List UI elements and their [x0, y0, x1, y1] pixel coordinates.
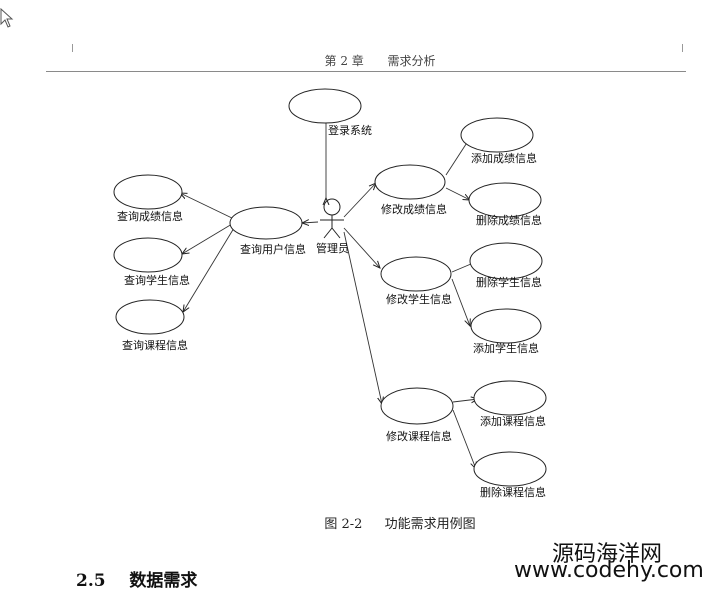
page-header: 第 2 章 需求分析	[0, 52, 720, 69]
label-query-grade: 查询成绩信息	[117, 209, 183, 223]
usecase-delete-student	[469, 242, 543, 280]
section-number: 2.5	[76, 571, 106, 591]
cursor-arrow-icon	[0, 8, 14, 28]
edge-modcourse-del	[452, 409, 476, 469]
edge-actor-modcourse	[343, 231, 382, 404]
label-query-course: 查询课程信息	[122, 338, 188, 352]
label-modify-student: 修改学生信息	[386, 292, 452, 306]
margin-tick-right	[682, 44, 683, 52]
usecase-modify-grade	[374, 164, 446, 200]
label-delete-course: 删除课程信息	[480, 485, 546, 499]
usecase-delete-course	[473, 451, 547, 487]
edge-actor-queryuser	[302, 222, 319, 223]
usecase-query-student	[113, 237, 183, 273]
label-add-grade: 添加成绩信息	[471, 151, 537, 165]
label-modify-grade: 修改成绩信息	[381, 202, 447, 216]
label-delete-grade: 删除成绩信息	[476, 213, 542, 227]
label-query-student: 查询学生信息	[124, 273, 190, 287]
edge-queryuser-course	[183, 227, 235, 312]
usecase-add-student	[470, 308, 542, 344]
usecase-add-grade	[460, 117, 534, 153]
edge-queryuser-student	[182, 223, 233, 254]
header-title: 需求分析	[387, 54, 436, 68]
label-add-student: 添加学生信息	[473, 341, 539, 355]
actor-admin-icon	[320, 198, 344, 239]
edge-actor-modstudent	[343, 227, 380, 268]
usecase-add-course	[473, 380, 547, 416]
caption-text: 功能需求用例图	[384, 517, 476, 532]
figure-caption: 图 2-2 功能需求用例图	[300, 513, 500, 532]
caption-number: 图 2-2	[324, 517, 363, 532]
section-title: 数据需求	[129, 571, 198, 591]
label-add-course: 添加课程信息	[480, 414, 546, 428]
margin-tick-left	[72, 44, 73, 52]
usecase-query-user	[229, 206, 303, 240]
usecase-query-course	[115, 299, 185, 335]
usecase-modify-course	[380, 387, 454, 425]
actor-label: 管理员	[316, 241, 349, 255]
edge-modstudent-add	[451, 278, 470, 326]
usecase-modify-student	[380, 256, 452, 292]
edge-actor-modgrade	[343, 183, 376, 218]
edge-modgrade-del	[445, 187, 470, 200]
label-login: 登录系统	[328, 123, 372, 137]
watermark-site-name: 源码海洋网	[552, 542, 663, 567]
header-rule	[46, 71, 686, 72]
label-modify-course: 修改课程信息	[386, 429, 452, 443]
usecase-login	[288, 88, 362, 124]
label-query-user: 查询用户信息	[240, 242, 306, 256]
watermark-url: www.codehy.com	[514, 558, 704, 583]
edge-queryuser-grade	[180, 193, 235, 220]
section-heading: 2.5 数据需求	[76, 566, 197, 591]
usecase-query-grade	[113, 174, 183, 210]
label-delete-student: 删除学生信息	[476, 275, 542, 289]
usecase-delete-grade	[468, 182, 542, 218]
header-chapter: 第 2 章	[324, 54, 364, 68]
